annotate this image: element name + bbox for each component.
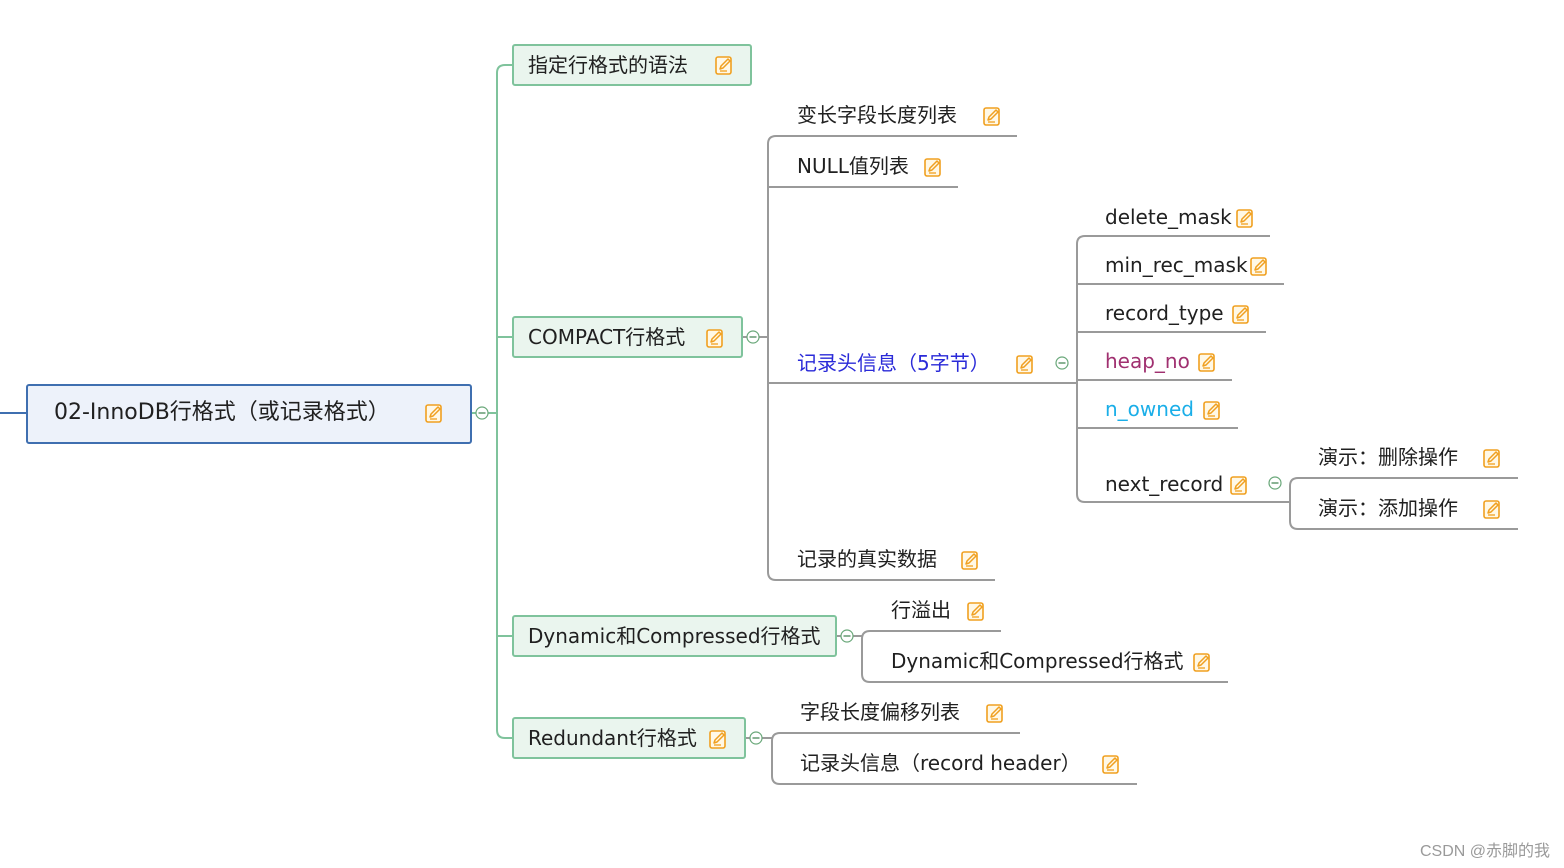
- collapse-toggle-icon[interactable]: [749, 731, 763, 745]
- node-real-data-label[interactable]: 记录的真实数据: [797, 547, 937, 571]
- note-icon[interactable]: [960, 549, 980, 571]
- note-icon[interactable]: [705, 327, 725, 349]
- note-icon[interactable]: [1482, 447, 1502, 469]
- node-syntax[interactable]: [512, 44, 752, 86]
- collapse-toggle-icon[interactable]: [1055, 356, 1069, 370]
- note-icon[interactable]: [1015, 353, 1035, 375]
- note-icon[interactable]: [966, 600, 986, 622]
- note-icon[interactable]: [1249, 255, 1269, 277]
- node-dyncomp-label[interactable]: Dynamic和Compressed行格式: [891, 649, 1184, 673]
- note-icon[interactable]: [982, 105, 1002, 127]
- note-icon[interactable]: [1229, 474, 1249, 496]
- watermark: CSDN @赤脚的我: [1419, 843, 1550, 860]
- node-demo-add-label[interactable]: 演示：添加操作: [1318, 496, 1458, 520]
- note-icon[interactable]: [985, 702, 1005, 724]
- node-redundant-label: Redundant行格式: [528, 726, 697, 750]
- collapse-toggle-icon[interactable]: [840, 629, 854, 643]
- note-icon[interactable]: [708, 728, 728, 750]
- node-syntax-label: 指定行格式的语法: [528, 53, 688, 77]
- collapse-toggle-icon[interactable]: [746, 330, 760, 344]
- note-icon[interactable]: [1192, 651, 1212, 673]
- node-compact[interactable]: [512, 316, 743, 358]
- node-varlen-label[interactable]: 变长字段长度列表: [797, 103, 957, 127]
- node-n-owned-label[interactable]: n_owned: [1105, 397, 1194, 421]
- note-icon[interactable]: [1235, 207, 1255, 229]
- node-dynamic-label: Dynamic和Compressed行格式: [528, 624, 821, 648]
- node-min-rec-mask-label[interactable]: min_rec_mask: [1105, 253, 1248, 277]
- node-record-type-label[interactable]: record_type: [1105, 301, 1224, 325]
- node-demo-delete-label[interactable]: 演示：删除操作: [1318, 445, 1458, 469]
- root-node[interactable]: [26, 384, 472, 444]
- collapse-toggle-icon[interactable]: [475, 406, 489, 420]
- node-null-list-label[interactable]: NULL值列表: [797, 154, 909, 178]
- node-dynamic[interactable]: [512, 615, 837, 657]
- collapse-toggle-icon[interactable]: [1268, 476, 1282, 490]
- node-record-header-label[interactable]: 记录头信息（5字节）: [797, 351, 990, 375]
- note-icon[interactable]: [1482, 498, 1502, 520]
- node-redundant-header-label[interactable]: 记录头信息（record header）: [800, 751, 1081, 775]
- root-node-label: 02-InnoDB行格式（或记录格式）: [54, 400, 390, 425]
- node-offsets-label[interactable]: 字段长度偏移列表: [800, 700, 960, 724]
- node-delete-mask-label[interactable]: delete_mask: [1105, 205, 1232, 229]
- node-heap-no-label[interactable]: heap_no: [1105, 349, 1190, 373]
- node-compact-label: COMPACT行格式: [528, 325, 686, 349]
- note-icon[interactable]: [1101, 753, 1121, 775]
- note-icon[interactable]: [1202, 399, 1222, 421]
- note-icon[interactable]: [1197, 351, 1217, 373]
- node-redundant[interactable]: [512, 717, 746, 759]
- note-icon[interactable]: [424, 402, 444, 424]
- note-icon[interactable]: [923, 156, 943, 178]
- node-next-record-label[interactable]: next_record: [1105, 472, 1224, 496]
- note-icon[interactable]: [714, 54, 734, 76]
- note-icon[interactable]: [1231, 303, 1251, 325]
- node-overflow-label[interactable]: 行溢出: [891, 598, 951, 622]
